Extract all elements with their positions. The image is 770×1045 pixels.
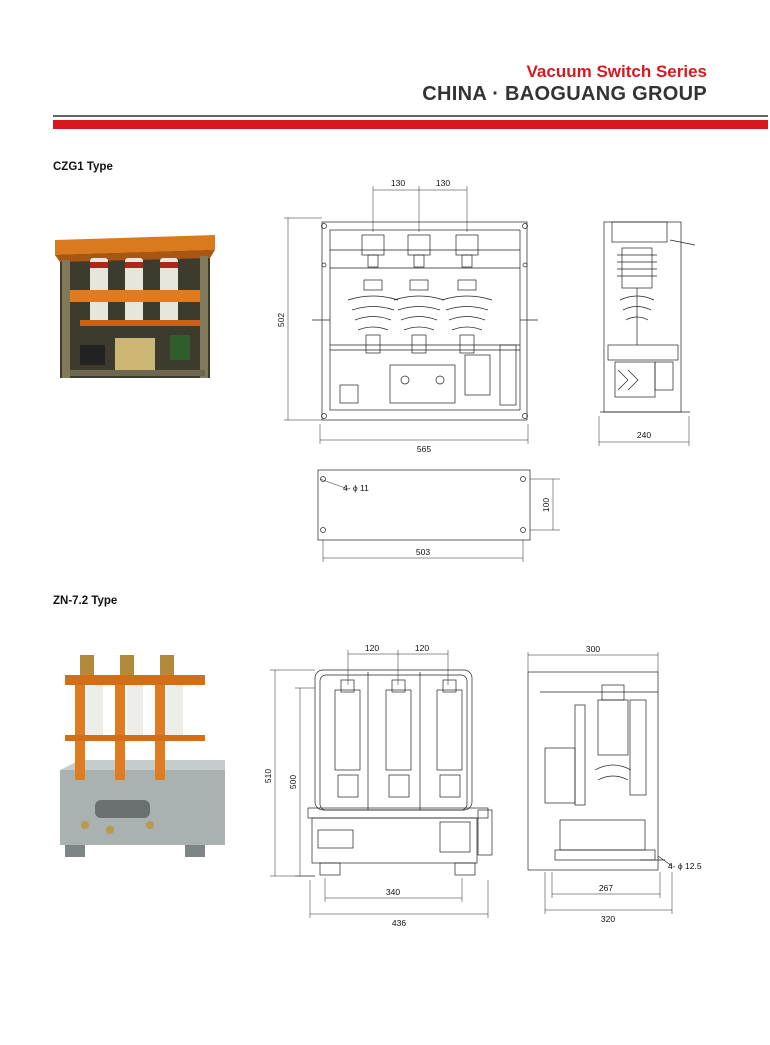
czg1-height-label: 502 xyxy=(276,313,286,327)
group-title: CHINA · BAOGUANG GROUP xyxy=(422,83,707,105)
zn72-pitch-right-label: 120 xyxy=(415,643,429,653)
czg1-base-holes-label: 4- ϕ 11 xyxy=(343,483,369,493)
czg1-base-plan xyxy=(317,469,531,541)
zn72-height-outer-label: 510 xyxy=(263,769,273,783)
zn72-side-top-label: 300 xyxy=(586,644,600,654)
czg1-section-title: CZG1 Type xyxy=(53,161,113,173)
zn72-pitch-left-label: 120 xyxy=(365,643,379,653)
zn72-height-inner-label: 500 xyxy=(288,775,298,789)
zn72-inner-width-label: 340 xyxy=(386,887,400,897)
czg1-side-depth-label: 240 xyxy=(637,430,651,440)
czg1-pitch-right-label: 130 xyxy=(436,178,450,188)
zn72-side-inner-label: 267 xyxy=(599,883,613,893)
czg1-side-view xyxy=(600,221,696,413)
czg1-pitch-left-label: 130 xyxy=(391,178,405,188)
series-title: Vacuum Switch Series xyxy=(526,62,707,81)
zn72-product-photo xyxy=(60,655,225,857)
zn72-width-label: 436 xyxy=(392,918,406,928)
czg1-base-width-label: 503 xyxy=(416,547,430,557)
zn72-section-title: ZN-7.2 Type xyxy=(53,595,118,607)
czg1-base-depth-label: 100 xyxy=(541,498,551,512)
czg1-front-view xyxy=(312,221,538,421)
czg1-product-photo xyxy=(55,235,215,378)
header-rule-grey xyxy=(53,115,768,117)
czg1-width-label: 565 xyxy=(417,444,431,454)
zn72-side-view xyxy=(527,671,673,871)
zn72-front-view xyxy=(307,669,493,876)
header-rule-red xyxy=(53,120,768,129)
zn72-side-width-label: 320 xyxy=(601,914,615,924)
zn72-side-holes-label: 4- ϕ 12.5 xyxy=(668,861,702,871)
